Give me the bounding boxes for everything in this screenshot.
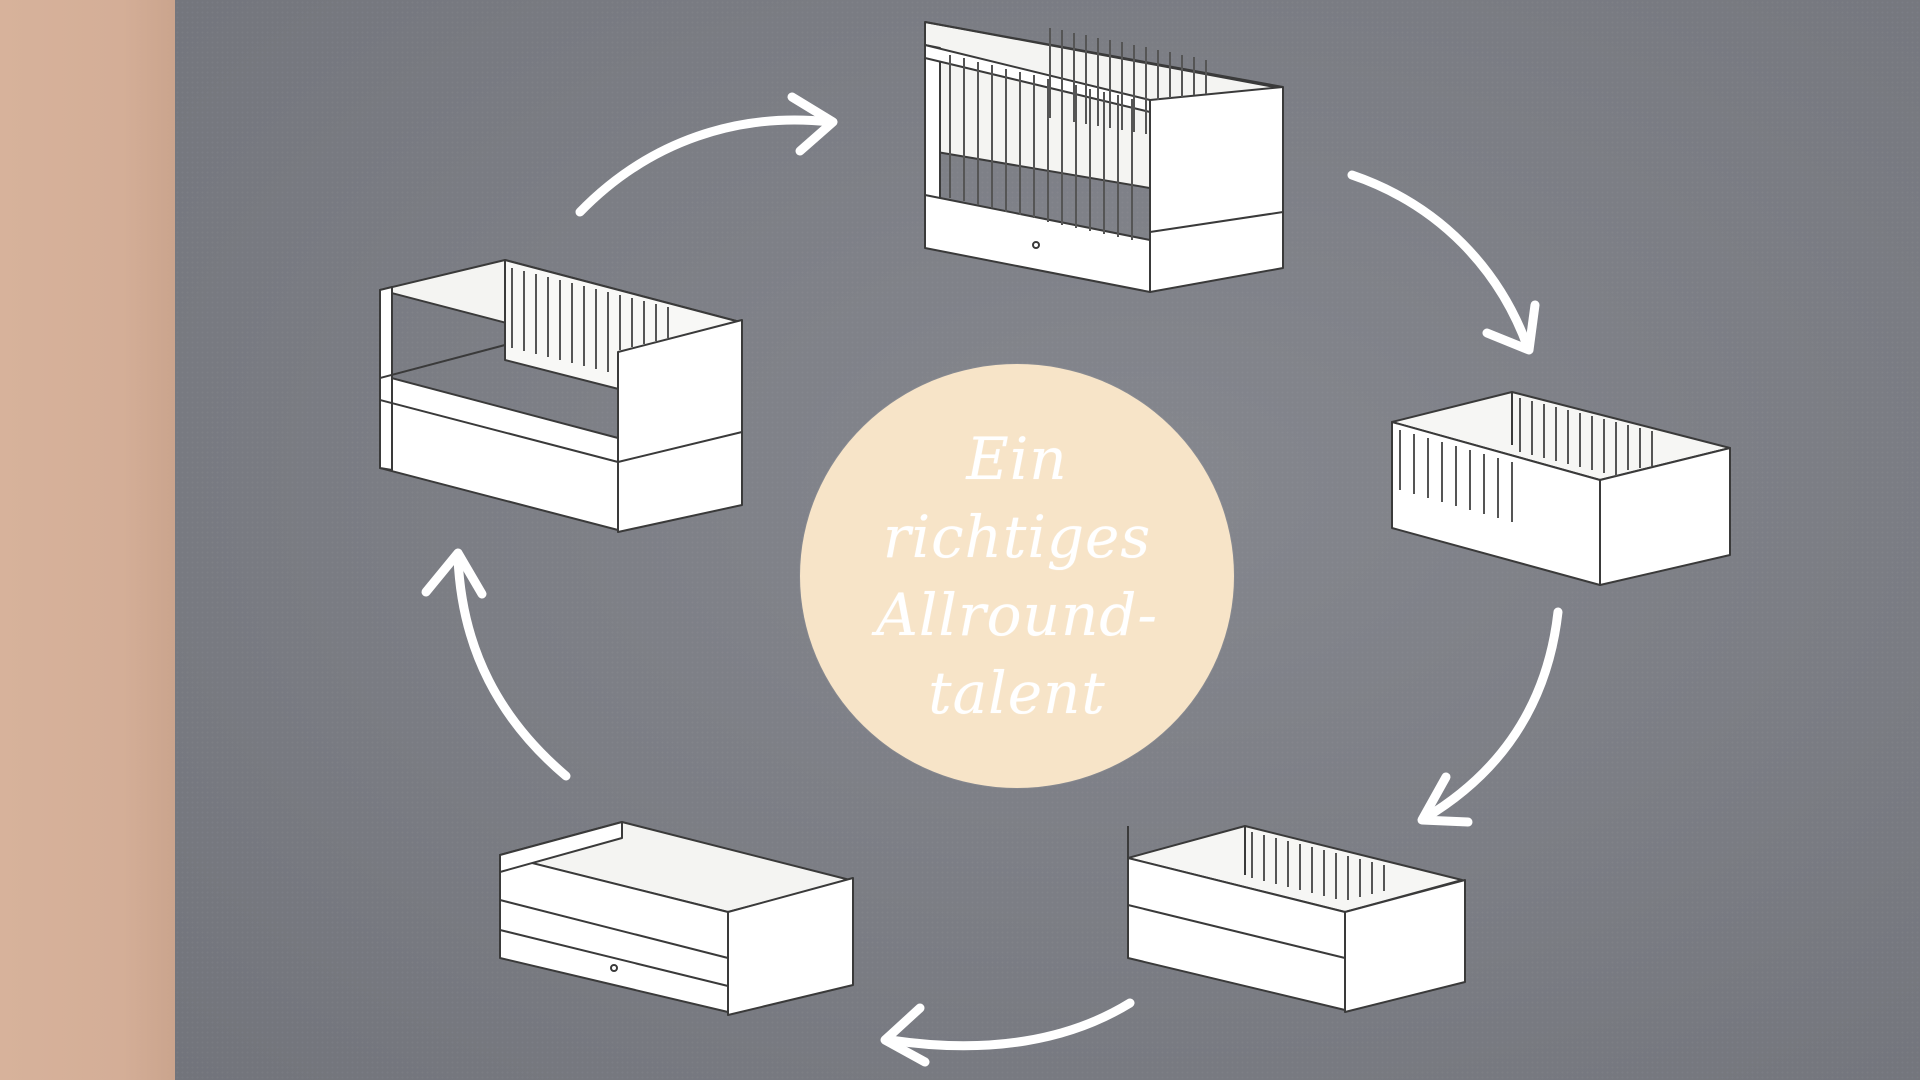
arrow-5-icon (421, 548, 571, 781)
headline-disc (800, 364, 1234, 788)
arrow-3-icon (1417, 607, 1563, 827)
headline-text: Ein richtiges Allround- talent (800, 364, 1234, 788)
headline-line-1: Ein (966, 425, 1068, 493)
bed-stage-baby-crib-icon (924, 21, 1284, 293)
bed-stage-toddler-bed-icon (1127, 825, 1466, 1013)
bed-stage-crib-with-rail-icon (1391, 391, 1731, 586)
arrow-2-icon (1347, 170, 1540, 355)
bed-stage-junior-bed-icon (499, 821, 854, 1016)
arrow-4-icon (880, 998, 1135, 1067)
arrow-1-icon (575, 92, 838, 217)
headline-line-3: Allround- (875, 581, 1159, 649)
headline-line-4: talent (928, 659, 1106, 727)
headline-line-2: richtiges (882, 503, 1152, 571)
beige-wall-edge (0, 0, 175, 1080)
